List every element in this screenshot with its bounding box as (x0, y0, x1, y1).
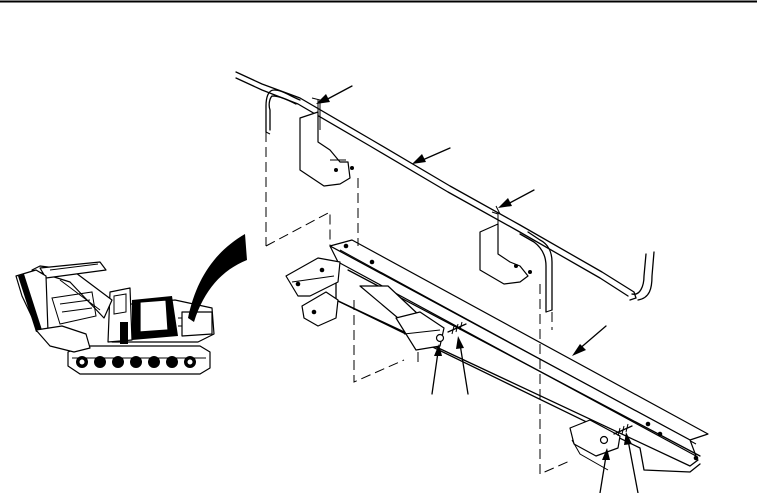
callout-arrow-8 (624, 432, 639, 493)
callout-arrow-6 (456, 336, 469, 395)
callout-arrow-1 (316, 85, 353, 104)
callout-arrow-3 (498, 189, 535, 208)
callout-arrow-4 (572, 325, 607, 356)
callout-arrow-5 (431, 344, 442, 395)
excavator-locator-illustration (15, 261, 215, 375)
base-frame (285, 239, 709, 473)
callout-arrow-2 (412, 147, 451, 164)
callout-arrows (316, 85, 639, 493)
callout-arrow-7 (599, 448, 610, 493)
rail-mounting-bracket-left (299, 97, 354, 187)
locator-callout-wedge (188, 234, 247, 322)
rail-mounting-bracket-right (479, 205, 532, 285)
handrail (235, 71, 655, 313)
alignment-lines (265, 132, 573, 475)
